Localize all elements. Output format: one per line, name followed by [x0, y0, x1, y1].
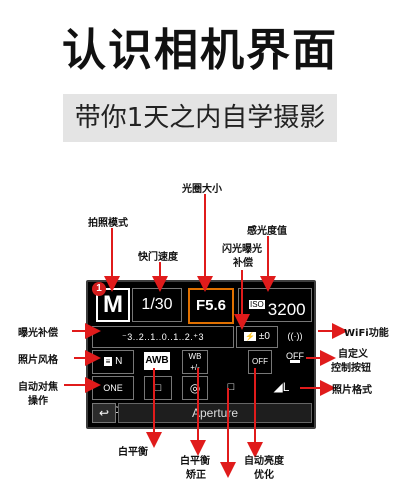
picture-style-value: N — [115, 356, 123, 367]
label-iso: 感光度值 — [247, 226, 287, 237]
label-wb-shift: 白平衡 — [180, 456, 210, 467]
label-picture-style: 照片风格 — [18, 355, 58, 366]
subtitle-banner: 带你1天之内自学摄影 — [63, 94, 337, 142]
back-button[interactable]: ↩ — [92, 403, 116, 423]
image-quality-icon: ◢L — [273, 380, 290, 394]
label-auto-lighting: 自动亮度 — [244, 456, 284, 467]
label-image-quality: 照片格式 — [332, 385, 372, 396]
label-flash-comp-2: 补偿 — [233, 258, 253, 269]
flash-exposure-compensation[interactable]: ⚡ ±0 — [236, 326, 278, 348]
white-balance-setting[interactable]: AWB — [144, 352, 170, 370]
image-quality-setting[interactable]: ◢L — [253, 376, 310, 398]
label-custom-controls-2: 控制按钮 — [331, 363, 371, 374]
label-af-operation-2: 操作 — [28, 396, 48, 407]
custom-controls-icon: ▬ — [290, 355, 300, 366]
auto-lighting-optimizer-setting[interactable]: OFF — [248, 350, 272, 374]
drive-mode-setting[interactable]: □ — [144, 376, 172, 400]
wifi-icon: ((·)) OFF — [286, 331, 304, 361]
custom-controls-setting[interactable]: ▬ — [280, 350, 310, 372]
label-custom-controls: 自定义 — [338, 349, 368, 360]
multi-shot-setting[interactable]: □ — [218, 376, 244, 398]
label-shutter-speed: 快门速度 — [138, 252, 178, 263]
multi-shot-icon: □ — [227, 381, 235, 393]
flash-comp-value: ±0 — [258, 331, 270, 342]
iso-label: ISO — [249, 300, 265, 309]
wb-shift-setting[interactable]: WB +/- — [182, 350, 208, 374]
selected-setting-label: Aperture — [118, 403, 312, 423]
label-wb-shift-2: 矫正 — [186, 470, 206, 481]
metering-icon: ◎ — [189, 381, 201, 395]
iso-value: 3200 — [267, 300, 306, 319]
picture-style-icon: ≡ — [103, 357, 113, 366]
wifi-setting[interactable]: ((·)) OFF — [280, 326, 310, 361]
label-wifi: WiFi功能 — [344, 328, 389, 339]
page-title: 认识相机界面 — [62, 25, 338, 76]
label-flash-comp: 闪光曝光 — [222, 244, 262, 255]
mode-badge: 1 — [92, 282, 106, 296]
label-auto-lighting-2: 优化 — [254, 470, 274, 481]
subtitle-text: 带你1天之内自学摄影 — [74, 103, 326, 133]
back-icon: ↩ — [98, 406, 110, 420]
flash-comp-icon: ⚡ — [244, 332, 257, 341]
label-aperture: 光圈大小 — [182, 184, 222, 195]
label-white-balance: 白平衡 — [118, 447, 148, 458]
label-shooting-mode: 拍照模式 — [88, 218, 128, 229]
label-exposure-comp: 曝光补偿 — [18, 328, 58, 339]
drive-mode-icon: □ — [154, 382, 162, 394]
label-af-operation: 自动对焦 — [18, 382, 58, 393]
metering-mode-setting[interactable]: ◎ — [182, 376, 208, 400]
